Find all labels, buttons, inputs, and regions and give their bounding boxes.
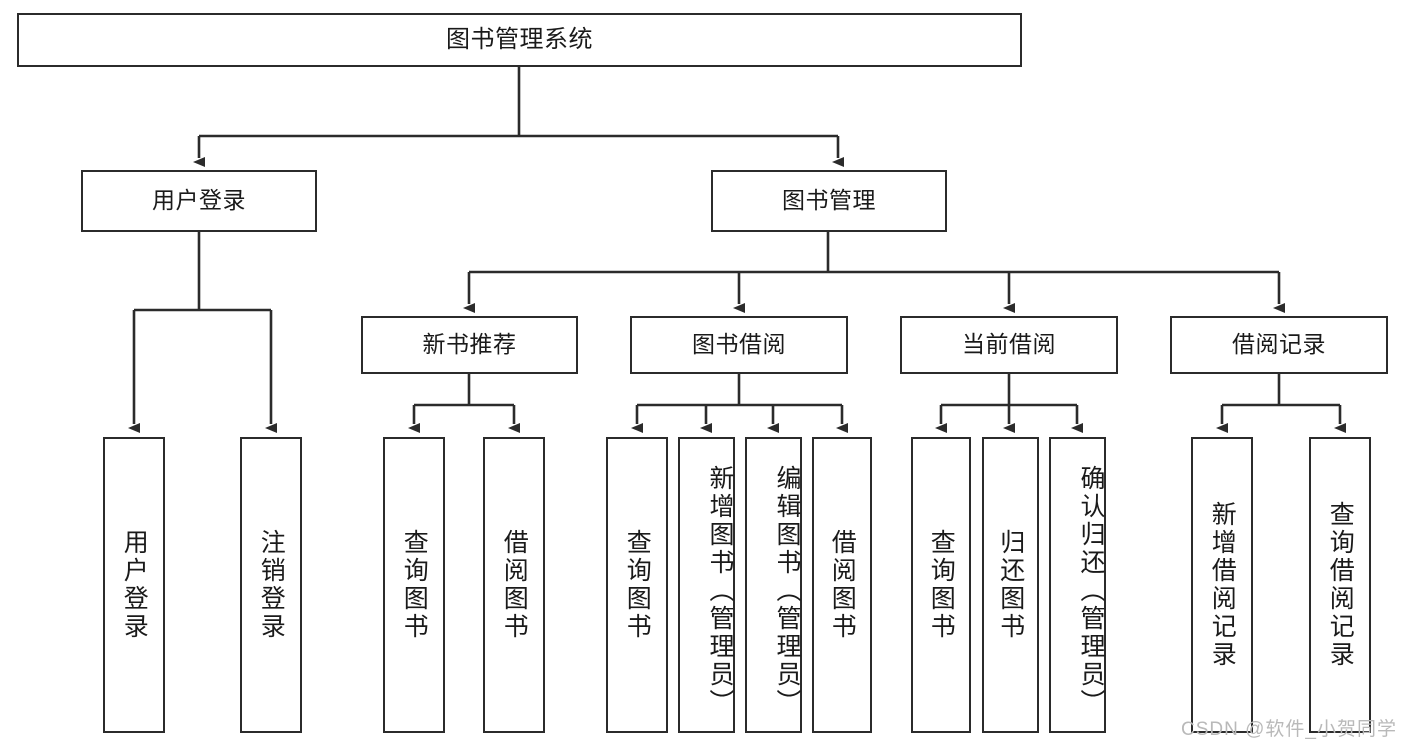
node-label: 新增借阅记录 — [1208, 501, 1237, 669]
node-current-borrow[interactable]: 当前借阅 — [900, 316, 1118, 374]
node-label: 注销登录 — [257, 529, 286, 641]
node-label: 图书借阅 — [692, 331, 786, 358]
leaf-query-borrow-record[interactable]: 查询借阅记录 — [1309, 437, 1371, 733]
leaf-borrow-book[interactable]: 借阅图书 — [812, 437, 872, 733]
leaf-add-book-admin[interactable]: 新增图书（管理员） — [678, 437, 735, 733]
leaf-add-borrow-record[interactable]: 新增借阅记录 — [1191, 437, 1253, 733]
leaf-user-login[interactable]: 用户登录 — [103, 437, 165, 733]
leaf-query-book-recommend[interactable]: 查询图书 — [383, 437, 445, 733]
node-label: 查询图书 — [927, 529, 956, 641]
node-new-book-recommend[interactable]: 新书推荐 — [361, 316, 578, 374]
node-label: 确认归还（管理员） — [1077, 465, 1105, 717]
node-root-system[interactable]: 图书管理系统 — [17, 13, 1022, 67]
node-label: 借阅图书 — [500, 529, 529, 641]
leaf-return-book[interactable]: 归还图书 — [982, 437, 1039, 733]
node-label: 借阅图书 — [828, 529, 857, 641]
leaf-confirm-return-admin[interactable]: 确认归还（管理员） — [1049, 437, 1106, 733]
node-book-management-module[interactable]: 图书管理 — [711, 170, 947, 232]
node-label: 查询图书 — [400, 529, 429, 641]
node-user-login-module[interactable]: 用户登录 — [81, 170, 317, 232]
node-borrow-record[interactable]: 借阅记录 — [1170, 316, 1388, 374]
node-book-borrow[interactable]: 图书借阅 — [630, 316, 848, 374]
node-label: 图书管理系统 — [446, 25, 593, 53]
node-label: 归还图书 — [996, 529, 1025, 641]
leaf-borrow-book-recommend[interactable]: 借阅图书 — [483, 437, 545, 733]
node-label: 用户登录 — [120, 529, 149, 641]
leaf-edit-book-admin[interactable]: 编辑图书（管理员） — [745, 437, 802, 733]
node-label: 查询借阅记录 — [1326, 501, 1355, 669]
node-label: 用户登录 — [152, 187, 246, 214]
node-label: 新增图书（管理员） — [706, 465, 734, 717]
watermark-text: CSDN @软件_小贺同学 — [1181, 719, 1397, 740]
leaf-query-book-current[interactable]: 查询图书 — [911, 437, 971, 733]
node-label: 编辑图书（管理员） — [773, 465, 801, 717]
leaf-user-logout[interactable]: 注销登录 — [240, 437, 302, 733]
leaf-query-book-borrow[interactable]: 查询图书 — [606, 437, 668, 733]
node-label: 新书推荐 — [422, 331, 517, 358]
node-label: 查询图书 — [623, 529, 652, 641]
node-label: 借阅记录 — [1232, 331, 1326, 358]
node-label: 当前借阅 — [962, 331, 1056, 358]
node-label: 图书管理 — [782, 187, 876, 214]
